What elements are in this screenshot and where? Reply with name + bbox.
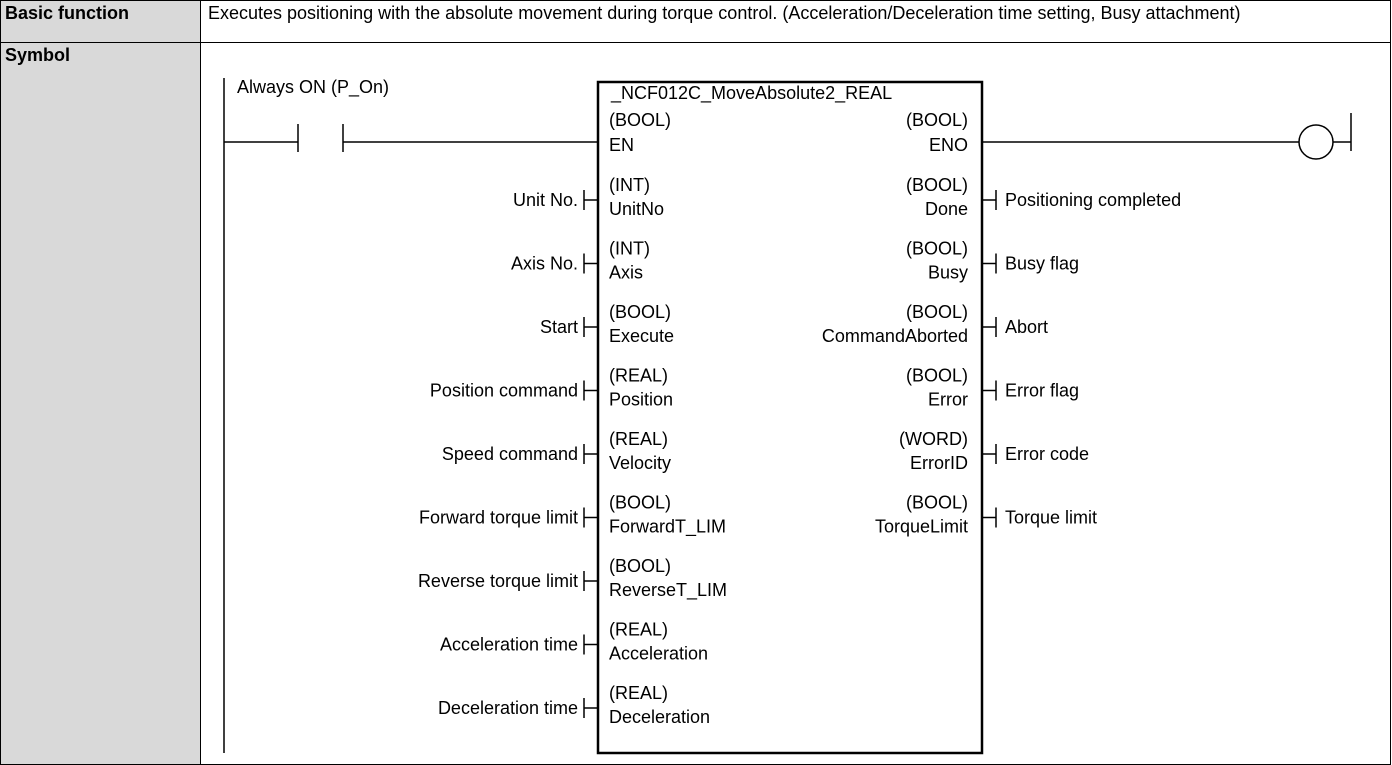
output-name: CommandAborted: [822, 326, 968, 346]
output-name: Busy: [928, 263, 968, 283]
input-label: Speed command: [442, 444, 578, 464]
symbol-label: Symbol: [0, 42, 201, 765]
input-name: Execute: [609, 326, 674, 346]
input-name: Acceleration: [609, 644, 708, 664]
basic-function-label: Basic function: [0, 0, 201, 43]
input-label: Start: [540, 317, 578, 337]
output-label: Torque limit: [1005, 508, 1097, 528]
output-type: (WORD): [899, 429, 968, 449]
output-type: (BOOL): [906, 239, 968, 259]
output-name: Done: [925, 199, 968, 219]
input-name: Deceleration: [609, 707, 710, 727]
input-name: Position: [609, 390, 673, 410]
input-label: Acceleration time: [440, 635, 578, 655]
ladder-diagram: Always ON (P_On) _NCF012C_MoveAbsolute2_…: [223, 77, 1352, 755]
input-type: (REAL): [609, 429, 668, 449]
input-name: UnitNo: [609, 199, 664, 219]
input-label: Forward torque limit: [419, 508, 578, 528]
output-name: ErrorID: [910, 453, 968, 473]
output-type: (BOOL): [906, 366, 968, 386]
input-label: Unit No.: [513, 190, 578, 210]
output-type: (BOOL): [906, 493, 968, 513]
output-type: (BOOL): [906, 175, 968, 195]
output-type: (BOOL): [906, 302, 968, 322]
output-label: Error flag: [1005, 381, 1079, 401]
input-label: Axis No.: [511, 254, 578, 274]
input-label: Deceleration time: [438, 698, 578, 718]
input-type: (BOOL): [609, 556, 671, 576]
input-type: (INT): [609, 175, 650, 195]
input-type: (INT): [609, 239, 650, 259]
contact-label: Always ON (P_On): [237, 77, 389, 98]
input-name: Axis: [609, 263, 643, 283]
input-name: ForwardT_LIM: [609, 517, 726, 538]
output-coil: [1298, 124, 1334, 160]
en-type: (BOOL): [609, 110, 671, 130]
block-name: _NCF012C_MoveAbsolute2_REAL: [610, 83, 892, 104]
input-type: (REAL): [609, 683, 668, 703]
output-label: Positioning completed: [1005, 190, 1181, 210]
input-type: (BOOL): [609, 302, 671, 322]
input-name: ReverseT_LIM: [609, 580, 727, 601]
basic-function-text: Executes positioning with the absolute m…: [200, 0, 1391, 43]
input-label: Position command: [430, 381, 578, 401]
input-name: Velocity: [609, 453, 671, 473]
input-label: Reverse torque limit: [418, 571, 578, 591]
output-label: Busy flag: [1005, 254, 1079, 274]
output-label: Abort: [1005, 317, 1048, 337]
en-name: EN: [609, 135, 634, 155]
symbol-cell: Always ON (P_On) _NCF012C_MoveAbsolute2_…: [200, 42, 1391, 765]
output-label: Error code: [1005, 444, 1089, 464]
output-name: Error: [928, 390, 968, 410]
output-name: TorqueLimit: [875, 517, 968, 537]
eno-type: (BOOL): [906, 110, 968, 130]
eno-name: ENO: [929, 135, 968, 155]
input-type: (BOOL): [609, 493, 671, 513]
function-block: [596, 80, 984, 755]
input-type: (REAL): [609, 366, 668, 386]
input-type: (REAL): [609, 620, 668, 640]
